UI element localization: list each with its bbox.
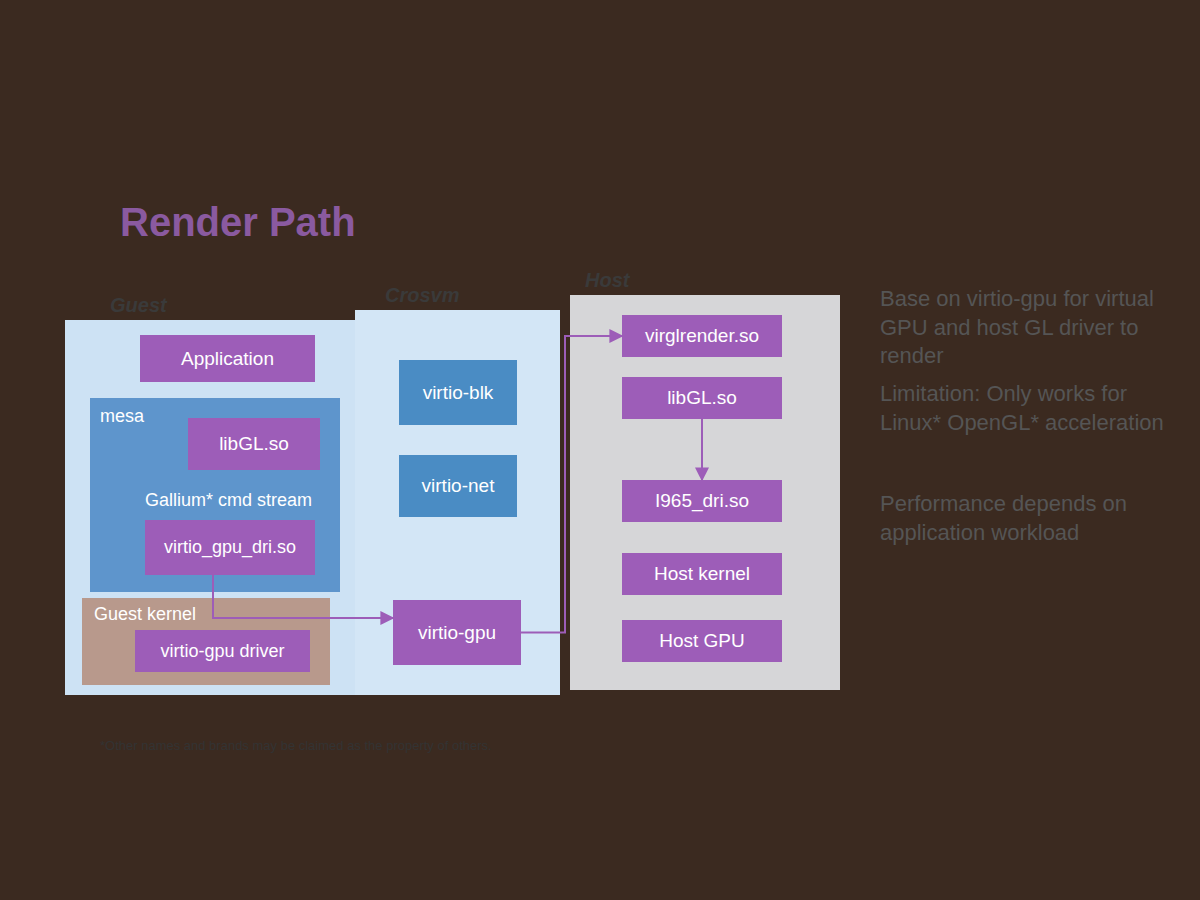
band-label: Guest kernel <box>94 604 196 625</box>
crosvm-panel: Crosvmvirtio-blkvirtio-netvirtio-gpu <box>355 310 560 695</box>
box-label: Host GPU <box>659 630 745 652</box>
box-label: virtio-gpu <box>418 622 496 644</box>
slide-screen <box>40 55 1200 790</box>
process-box: Host GPU <box>622 620 782 662</box>
bullet-text: Performance depends on application workl… <box>880 490 1190 547</box>
box-label: virtio-gpu driver <box>160 641 284 662</box>
curtain <box>0 120 40 800</box>
process-box: Host kernel <box>622 553 782 595</box>
title-accent-bar <box>60 178 92 290</box>
bullet-marker <box>860 514 868 522</box>
process-box: virtio-gpu <box>393 600 521 665</box>
box-label: virtio-net <box>422 475 495 497</box>
footnote: *Other names and brands may be claimed a… <box>100 738 620 755</box>
guest-panel: GuestApplicationmesaGallium* cmd streaml… <box>65 320 355 695</box>
presenter-body <box>575 742 815 900</box>
bullet-text: Limitation: Only works for Linux* OpenGL… <box>880 380 1190 437</box>
bullet-marker <box>860 404 868 412</box>
box-label: libGL.so <box>219 433 289 455</box>
slide-title: Render Path <box>120 200 356 245</box>
process-box: virglrender.so <box>622 315 782 357</box>
kernel-band: Guest kernel virtio-gpu driver <box>82 598 330 685</box>
room-floor <box>0 790 1200 900</box>
host-panel: Hostvirglrender.solibGL.soI965_dri.soHos… <box>570 295 840 690</box>
device-box: virtio-net <box>399 455 517 517</box>
box-label: libGL.so <box>667 387 737 409</box>
box-label: Application <box>181 348 274 370</box>
process-box: Application <box>140 335 315 382</box>
bullet-text: Base on virtio-gpu for virtual GPU and h… <box>880 285 1190 371</box>
device-box: virtio-blk <box>399 360 517 425</box>
panel-heading: Crosvm <box>385 284 459 307</box>
panel-heading: Guest <box>110 294 167 317</box>
process-box: virtio-gpu driver <box>135 630 310 672</box>
stream-label: Gallium* cmd stream <box>145 490 312 511</box>
box-label: virtio_gpu_dri.so <box>164 537 296 558</box>
process-box: libGL.so <box>188 418 320 470</box>
box-label: I965_dri.so <box>655 490 749 512</box>
mesa-band: mesaGallium* cmd stream libGL.so virtio_gp… <box>90 398 340 592</box>
process-box: libGL.so <box>622 377 782 419</box>
box-label: Host kernel <box>654 563 750 585</box>
box-label: virglrender.so <box>645 325 759 347</box>
process-box: I965_dri.so <box>622 480 782 522</box>
box-label: virtio-blk <box>423 382 494 404</box>
panel-heading: Host <box>585 269 629 292</box>
process-box: virtio_gpu_dri.so <box>145 520 315 575</box>
band-label: mesa <box>100 406 144 427</box>
bullet-marker <box>860 309 868 317</box>
